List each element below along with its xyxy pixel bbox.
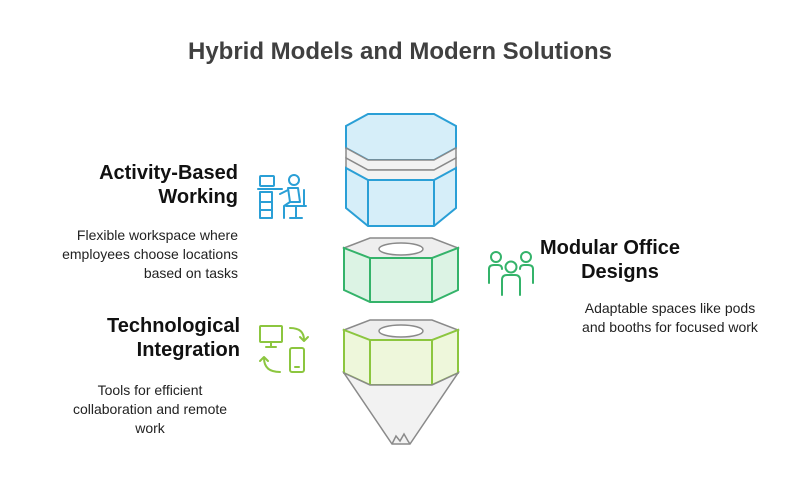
- description-line: Flexible workspace where: [76, 227, 238, 243]
- description-line: work: [135, 420, 165, 436]
- description-line: Tools for efficient: [97, 382, 203, 398]
- modular-office-designs-description: Adaptable spaces like pods and booths fo…: [555, 299, 785, 337]
- lime-block: [341, 319, 461, 445]
- description-line: based on tasks: [143, 265, 238, 281]
- heading-line: Integration: [136, 339, 240, 361]
- green-block: [341, 237, 461, 303]
- heading-line: Working: [158, 186, 238, 208]
- heading-line: Modular Office: [540, 237, 681, 259]
- description-line: employees choose locations: [62, 246, 238, 262]
- technological-integration-heading: Technological Integration: [20, 314, 240, 362]
- people-group-icon: [488, 251, 534, 296]
- heading-line: Activity-Based: [99, 162, 238, 184]
- heading-line: Designs: [581, 261, 659, 283]
- technological-integration-description: Tools for efficient collaboration and re…: [50, 381, 250, 438]
- person-at-desk-icon: [257, 174, 307, 219]
- activity-based-working-description: Flexible workspace where employees choos…: [0, 226, 238, 283]
- description-line: Adaptable spaces like pods: [584, 300, 756, 316]
- page-title: Hybrid Models and Modern Solutions: [187, 38, 612, 65]
- activity-based-working-heading: Activity-Based Working: [18, 161, 238, 209]
- heading-line: Technological: [107, 315, 240, 337]
- modular-office-designs-heading: Modular Office Designs: [540, 236, 760, 284]
- description-line: and booths for focused work: [582, 319, 758, 335]
- devices-sync-icon: [259, 325, 309, 373]
- blue-block: [345, 113, 457, 227]
- description-line: collaboration and remote: [72, 401, 228, 417]
